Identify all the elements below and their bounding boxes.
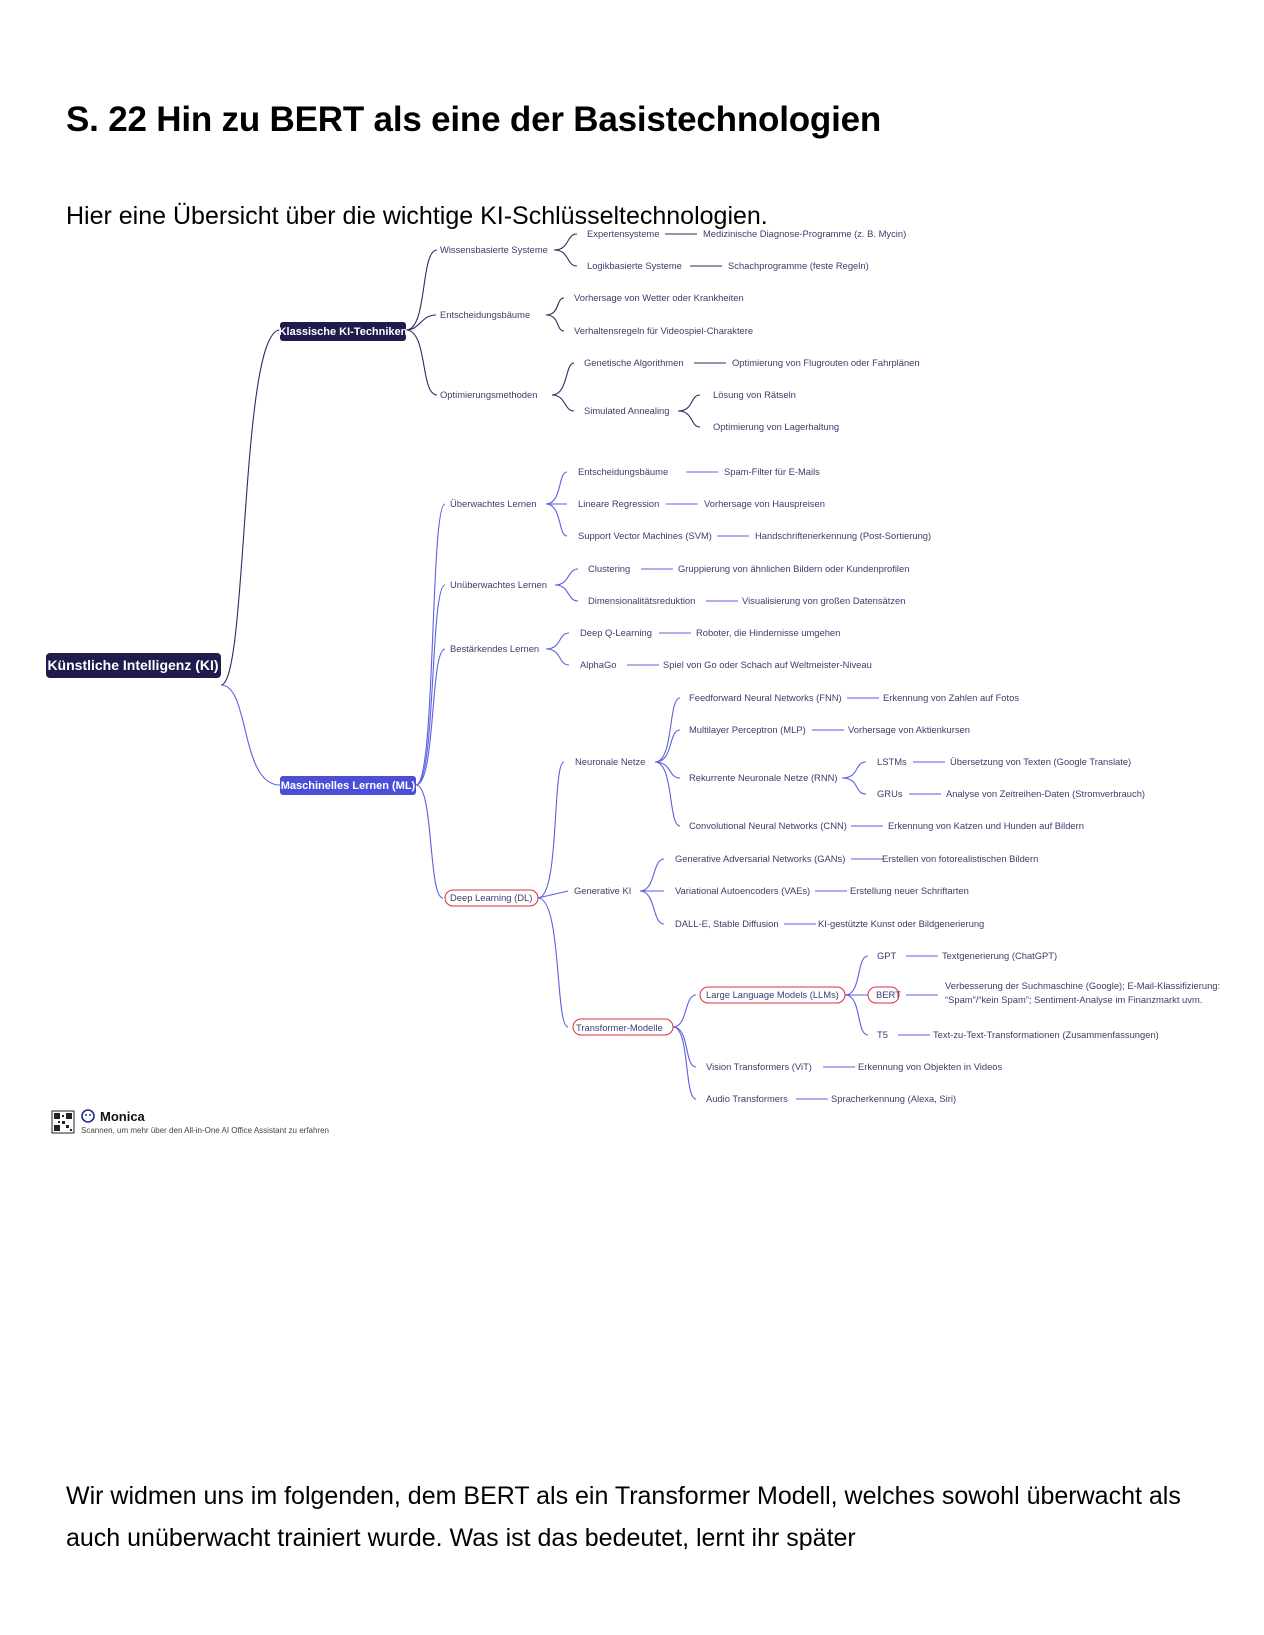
example-spracherkennung: Spracherkennung (Alexa, Siri) xyxy=(831,1093,956,1104)
example-schriftarten: Erstellung neuer Schriftarten xyxy=(850,885,969,896)
monica-watermark: Monica Scannen, um mehr über den All-in-… xyxy=(51,1109,329,1135)
example-lagerhaltung: Optimierung von Lagerhaltung xyxy=(713,421,839,432)
klassische-ki-label: Klassische KI-Techniken xyxy=(279,326,408,338)
node-gpt: GPT xyxy=(877,950,897,961)
root-node-label: Künstliche Intelligenz (KI) xyxy=(47,657,218,673)
example-videospiel: Verhaltensregeln für Videospiel-Charakte… xyxy=(574,325,753,336)
klassische-ki-node xyxy=(280,322,406,341)
node-vae: Variational Autoencoders (VAEs) xyxy=(675,885,810,896)
watermark-caption: Scannen, um mehr über den All-in-One AI … xyxy=(81,1126,329,1135)
node-dimensionalitaetsreduktion: Dimensionalitätsreduktion xyxy=(588,595,695,606)
example-zahlen-fotos: Erkennung von Zahlen auf Fotos xyxy=(883,692,1019,703)
ki-mindmap-diagram: Künstliche Intelligenz (KI) Klassische K… xyxy=(46,228,1220,1135)
example-zusammenfassungen: Text-zu-Text-Transformationen (Zusammenf… xyxy=(933,1029,1159,1040)
node-genetische-algorithmen: Genetische Algorithmen xyxy=(584,357,684,368)
example-fotorealistisch: Erstellen von fotorealistischen Bildern xyxy=(882,853,1038,864)
deep-learning-highlight xyxy=(444,889,539,907)
node-dalle-sd: DALL-E, Stable Diffusion xyxy=(675,918,779,929)
example-flugrouten: Optimierung von Flugrouten oder Fahrplän… xyxy=(732,357,920,368)
node-generative-ki: Generative KI xyxy=(574,885,631,896)
node-bestaerkendes-lernen: Bestärkendes Lernen xyxy=(450,643,539,654)
node-expertensysteme: Expertensysteme xyxy=(587,228,659,239)
node-t5: T5 xyxy=(877,1029,888,1040)
node-unueberwachtes-lernen: Unüberwachtes Lernen xyxy=(450,579,547,590)
monica-logo-icon xyxy=(81,1109,95,1123)
intro-paragraph: Hier eine Übersicht über die wichtige KI… xyxy=(66,202,768,230)
example-wetter: Vorhersage von Wetter oder Krankheiten xyxy=(574,292,744,303)
node-wissensbasierte-systeme: Wissensbasierte Systeme xyxy=(440,244,548,255)
ml-node xyxy=(280,776,416,795)
example-spam-filter: Spam-Filter für E-Mails xyxy=(724,466,820,477)
transformer-highlight xyxy=(572,1018,674,1036)
example-visualisierung: Visualisierung von großen Datensätzen xyxy=(742,595,905,606)
example-mycin: Medizinische Diagnose-Programme (z. B. M… xyxy=(703,228,906,239)
bert-highlight xyxy=(867,986,900,1004)
node-mlp: Multilayer Perceptron (MLP) xyxy=(689,724,806,735)
node-audio-transformers: Audio Transformers xyxy=(706,1093,788,1104)
watermark-brand: Monica xyxy=(100,1109,146,1124)
node-neuronale-netze: Neuronale Netze xyxy=(575,756,645,767)
example-bert-line1: Verbesserung der Suchmaschine (Google); … xyxy=(945,980,1220,991)
node-fnn: Feedforward Neural Networks (FNN) xyxy=(689,692,842,703)
node-vit: Vision Transformers (ViT) xyxy=(706,1061,812,1072)
node-simulated-annealing: Simulated Annealing xyxy=(584,405,669,416)
example-katzen-hunde: Erkennung von Katzen und Hunden auf Bild… xyxy=(888,820,1084,831)
node-deep-learning: Deep Learning (DL) xyxy=(450,892,532,903)
node-clustering: Clustering xyxy=(588,563,630,574)
ml-node-label: Maschinelles Lernen (ML) xyxy=(281,780,416,792)
example-bert-line2: “Spam”/“kein Spam”; Sentiment-Analyse im… xyxy=(945,994,1202,1005)
node-transformer-modelle: Transformer-Modelle xyxy=(576,1022,663,1033)
node-lineare-regression: Lineare Regression xyxy=(578,498,659,509)
example-chatgpt: Textgenerierung (ChatGPT) xyxy=(942,950,1057,961)
example-raetsel: Lösung von Rätseln xyxy=(713,389,796,400)
node-rnn: Rekurrente Neuronale Netze (RNN) xyxy=(689,772,838,783)
page-title: S. 22 Hin zu BERT als eine der Basistech… xyxy=(66,100,882,139)
example-handschrift: Handschriftenerkennung (Post-Sortierung) xyxy=(755,530,931,541)
node-alphago: AlphaGo xyxy=(580,659,616,670)
node-ueberwachtes-lernen: Überwachtes Lernen xyxy=(450,498,537,509)
outro-paragraph: Wir widmen uns im folgenden, dem BERT al… xyxy=(66,1482,1181,1550)
example-objekte-videos: Erkennung von Objekten in Videos xyxy=(858,1061,1003,1072)
example-aktienkurse: Vorhersage von Aktienkursen xyxy=(848,724,970,735)
example-go-schach: Spiel von Go oder Schach auf Weltmeister… xyxy=(663,659,872,670)
node-lstm: LSTMs xyxy=(877,756,907,767)
example-gruppierung: Gruppierung von ähnlichen Bildern oder K… xyxy=(678,563,909,574)
llm-highlight xyxy=(699,986,846,1004)
example-roboter: Roboter, die Hindernisse umgehen xyxy=(696,627,840,638)
node-svm: Support Vector Machines (SVM) xyxy=(578,530,712,541)
node-optimierungsmethoden: Optimierungsmethoden xyxy=(440,389,537,400)
example-ki-kunst: KI-gestützte Kunst oder Bildgenerierung xyxy=(818,918,984,929)
example-hauspreise: Vorhersage von Hauspreisen xyxy=(704,498,825,509)
node-logikbasierte-systeme: Logikbasierte Systeme xyxy=(587,260,682,271)
root-node xyxy=(46,653,221,678)
example-schachprogramme: Schachprogramme (feste Regeln) xyxy=(728,260,869,271)
node-gru: GRUs xyxy=(877,788,903,799)
example-uebersetzung: Übersetzung von Texten (Google Translate… xyxy=(950,756,1131,767)
example-zeitreihen: Analyse von Zeitreihen-Daten (Stromverbr… xyxy=(946,788,1145,799)
node-deep-q-learning: Deep Q-Learning xyxy=(580,627,652,638)
node-bert: BERT xyxy=(876,989,901,1000)
node-entscheidungsbaeume-klassisch: Entscheidungsbäume xyxy=(440,309,530,320)
qr-code-icon xyxy=(51,1110,75,1134)
node-cnn: Convolutional Neural Networks (CNN) xyxy=(689,820,847,831)
node-llm: Large Language Models (LLMs) xyxy=(706,989,839,1000)
node-entscheidungsbaeume-ml: Entscheidungsbäume xyxy=(578,466,668,477)
node-gan: Generative Adversarial Networks (GANs) xyxy=(675,853,845,864)
